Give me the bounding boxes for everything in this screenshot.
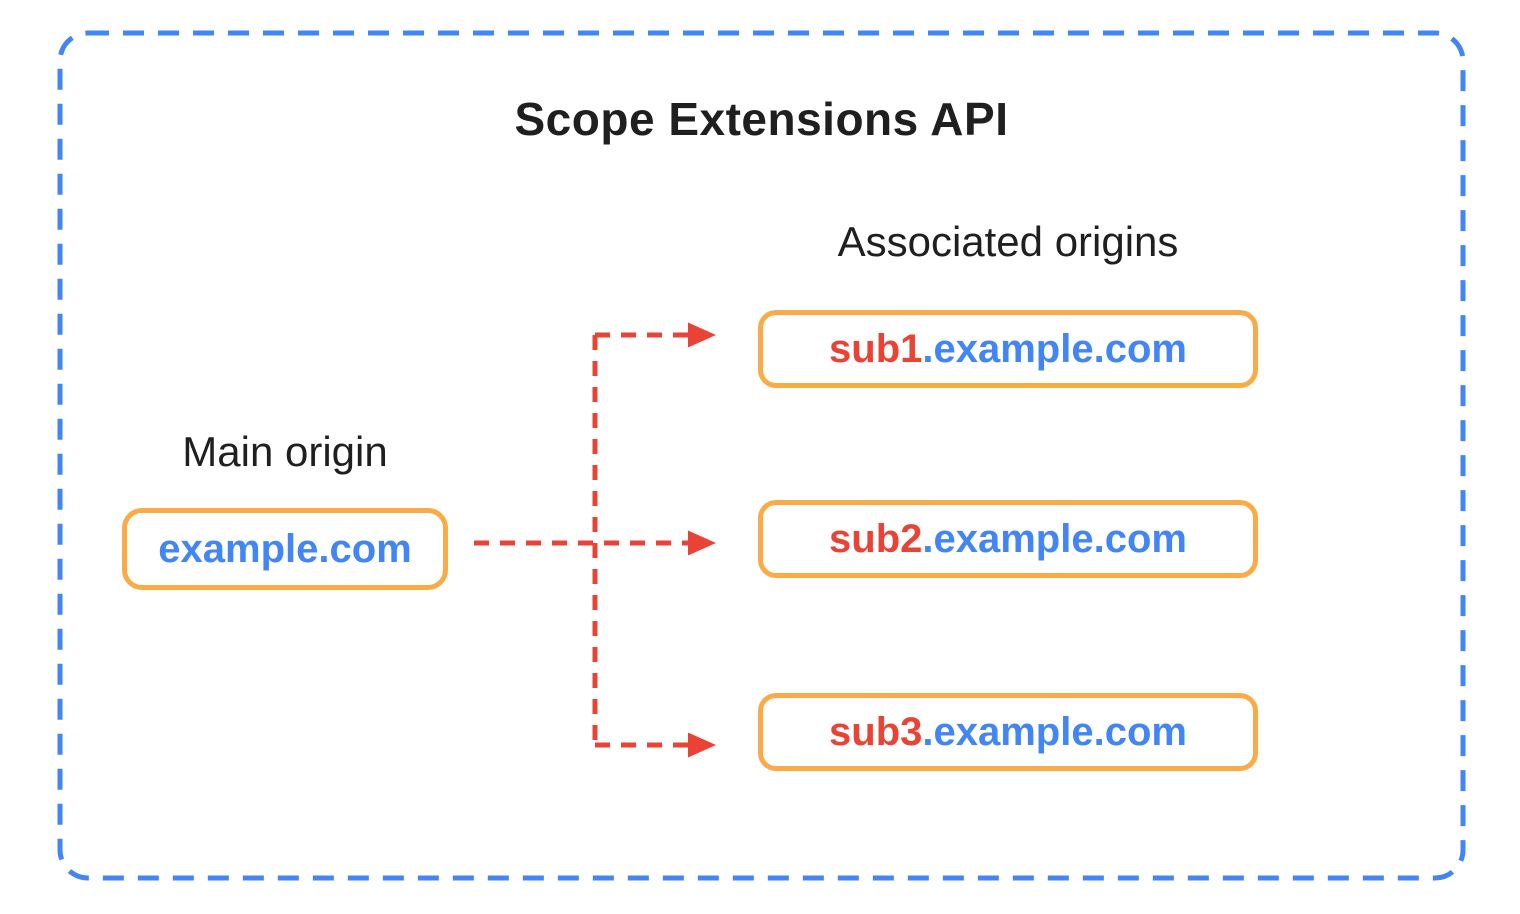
main-origin-domain: example.com bbox=[158, 526, 412, 571]
main-origin-box: example.com bbox=[122, 508, 448, 590]
subdomain-text: sub1 bbox=[829, 326, 923, 371]
domain-suffix-text: .example.com bbox=[922, 709, 1187, 754]
domain-suffix-text: .example.com bbox=[922, 326, 1187, 371]
associated-origin-box-sub2: sub2.example.com bbox=[758, 500, 1258, 578]
subdomain-text: sub2 bbox=[829, 516, 923, 561]
arrowhead-icon bbox=[688, 530, 716, 556]
subdomain-text: sub3 bbox=[829, 709, 923, 754]
arrow-heads bbox=[688, 322, 716, 758]
domain-suffix-text: .example.com bbox=[922, 516, 1187, 561]
diagram-title: Scope Extensions API bbox=[514, 93, 1009, 145]
associated-origin-box-sub1: sub1.example.com bbox=[758, 310, 1258, 388]
associated-origin-box-sub3: sub3.example.com bbox=[758, 693, 1258, 771]
associated-origins-label: Associated origins bbox=[837, 218, 1179, 265]
main-origin-label: Main origin bbox=[182, 428, 388, 475]
origin-arrows bbox=[474, 332, 688, 748]
arrowhead-icon bbox=[688, 322, 716, 348]
arrowhead-icon bbox=[688, 732, 716, 758]
scope-boundary-border bbox=[57, 30, 1466, 881]
